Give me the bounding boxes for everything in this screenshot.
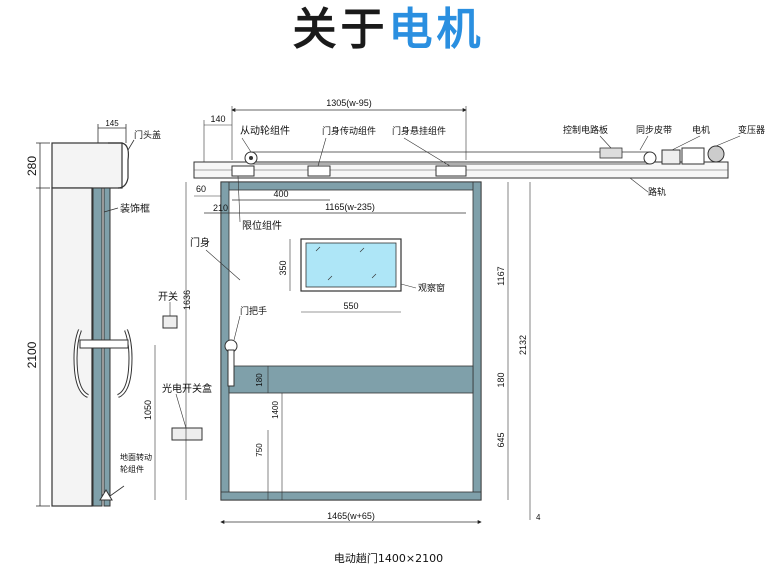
title-part-2: 电机	[388, 4, 485, 55]
dim-550: 550	[343, 301, 358, 311]
label-drive-assembly: 门身传动组件	[322, 125, 376, 137]
label-door-head-cover: 门头盖	[134, 129, 161, 141]
dim-400: 400	[273, 189, 288, 199]
label-driven-wheel: 从动轮组件	[240, 124, 290, 137]
dim-1400: 1400	[271, 401, 280, 419]
label-limit-assembly: 限位组件	[242, 219, 282, 232]
control-board	[599, 147, 623, 159]
label-hanging-assembly: 门身悬挂组件	[392, 125, 446, 137]
dim-180-right: 180	[496, 372, 506, 387]
photo-switch-box	[171, 427, 203, 441]
door-band	[228, 365, 474, 394]
door-head-box	[51, 142, 123, 189]
front-view: 1305(w-95) 140 60 400 210 1165(w-235) 35…	[143, 98, 765, 524]
dim-1167: 1167	[496, 266, 506, 285]
dim-145: 145	[105, 119, 119, 128]
dim-180-left: 180	[255, 373, 264, 387]
dim-1636: 1636	[182, 290, 192, 310]
label-motor: 电机	[692, 124, 710, 136]
label-trim-frame: 装饰框	[120, 202, 150, 215]
page-title: 关于电机	[0, 2, 777, 58]
label-transformer: 变压器	[738, 124, 765, 136]
dim-1465: 1465(w+65)	[327, 511, 375, 521]
dim-210: 210	[213, 203, 228, 213]
dim-1050: 1050	[143, 400, 153, 420]
label-floor-wheel-2: 轮组件	[120, 464, 144, 474]
dim-1165: 1165(w-235)	[325, 202, 375, 212]
dim-645: 645	[496, 432, 506, 447]
dim-750: 750	[255, 443, 264, 457]
label-sync-belt: 同步皮带	[636, 124, 672, 136]
label-rail: 路轨	[648, 186, 666, 198]
handle-bar	[79, 339, 129, 349]
label-window: 观察窗	[418, 282, 445, 294]
dim-350: 350	[278, 260, 288, 275]
dim-2132: 2132	[518, 335, 528, 355]
dim-2100: 2100	[25, 341, 39, 368]
label-door-body: 门身	[190, 236, 210, 249]
side-view: 280 2100 145 门头盖 装饰框 地面转动 轮组件	[25, 119, 161, 507]
switch-box	[162, 315, 178, 329]
door-leaf	[220, 181, 482, 501]
transformer	[707, 145, 725, 163]
dim-1305: 1305(w-95)	[326, 98, 372, 108]
title-part-1: 关于	[292, 4, 389, 55]
diagram-caption: 电动趟门1400×2100	[333, 552, 444, 565]
dim-280: 280	[25, 156, 39, 176]
dim-60: 60	[196, 184, 206, 194]
label-photo-switch-box: 光电开关盒	[162, 382, 212, 395]
label-floor-wheel-1: 地面转动	[120, 452, 152, 462]
dim-4: 4	[536, 513, 541, 522]
motor	[661, 149, 681, 165]
dim-140: 140	[210, 114, 225, 124]
label-switch: 开关	[158, 290, 178, 303]
label-handle: 门把手	[240, 305, 267, 317]
label-control-board: 控制电路板	[563, 124, 608, 136]
